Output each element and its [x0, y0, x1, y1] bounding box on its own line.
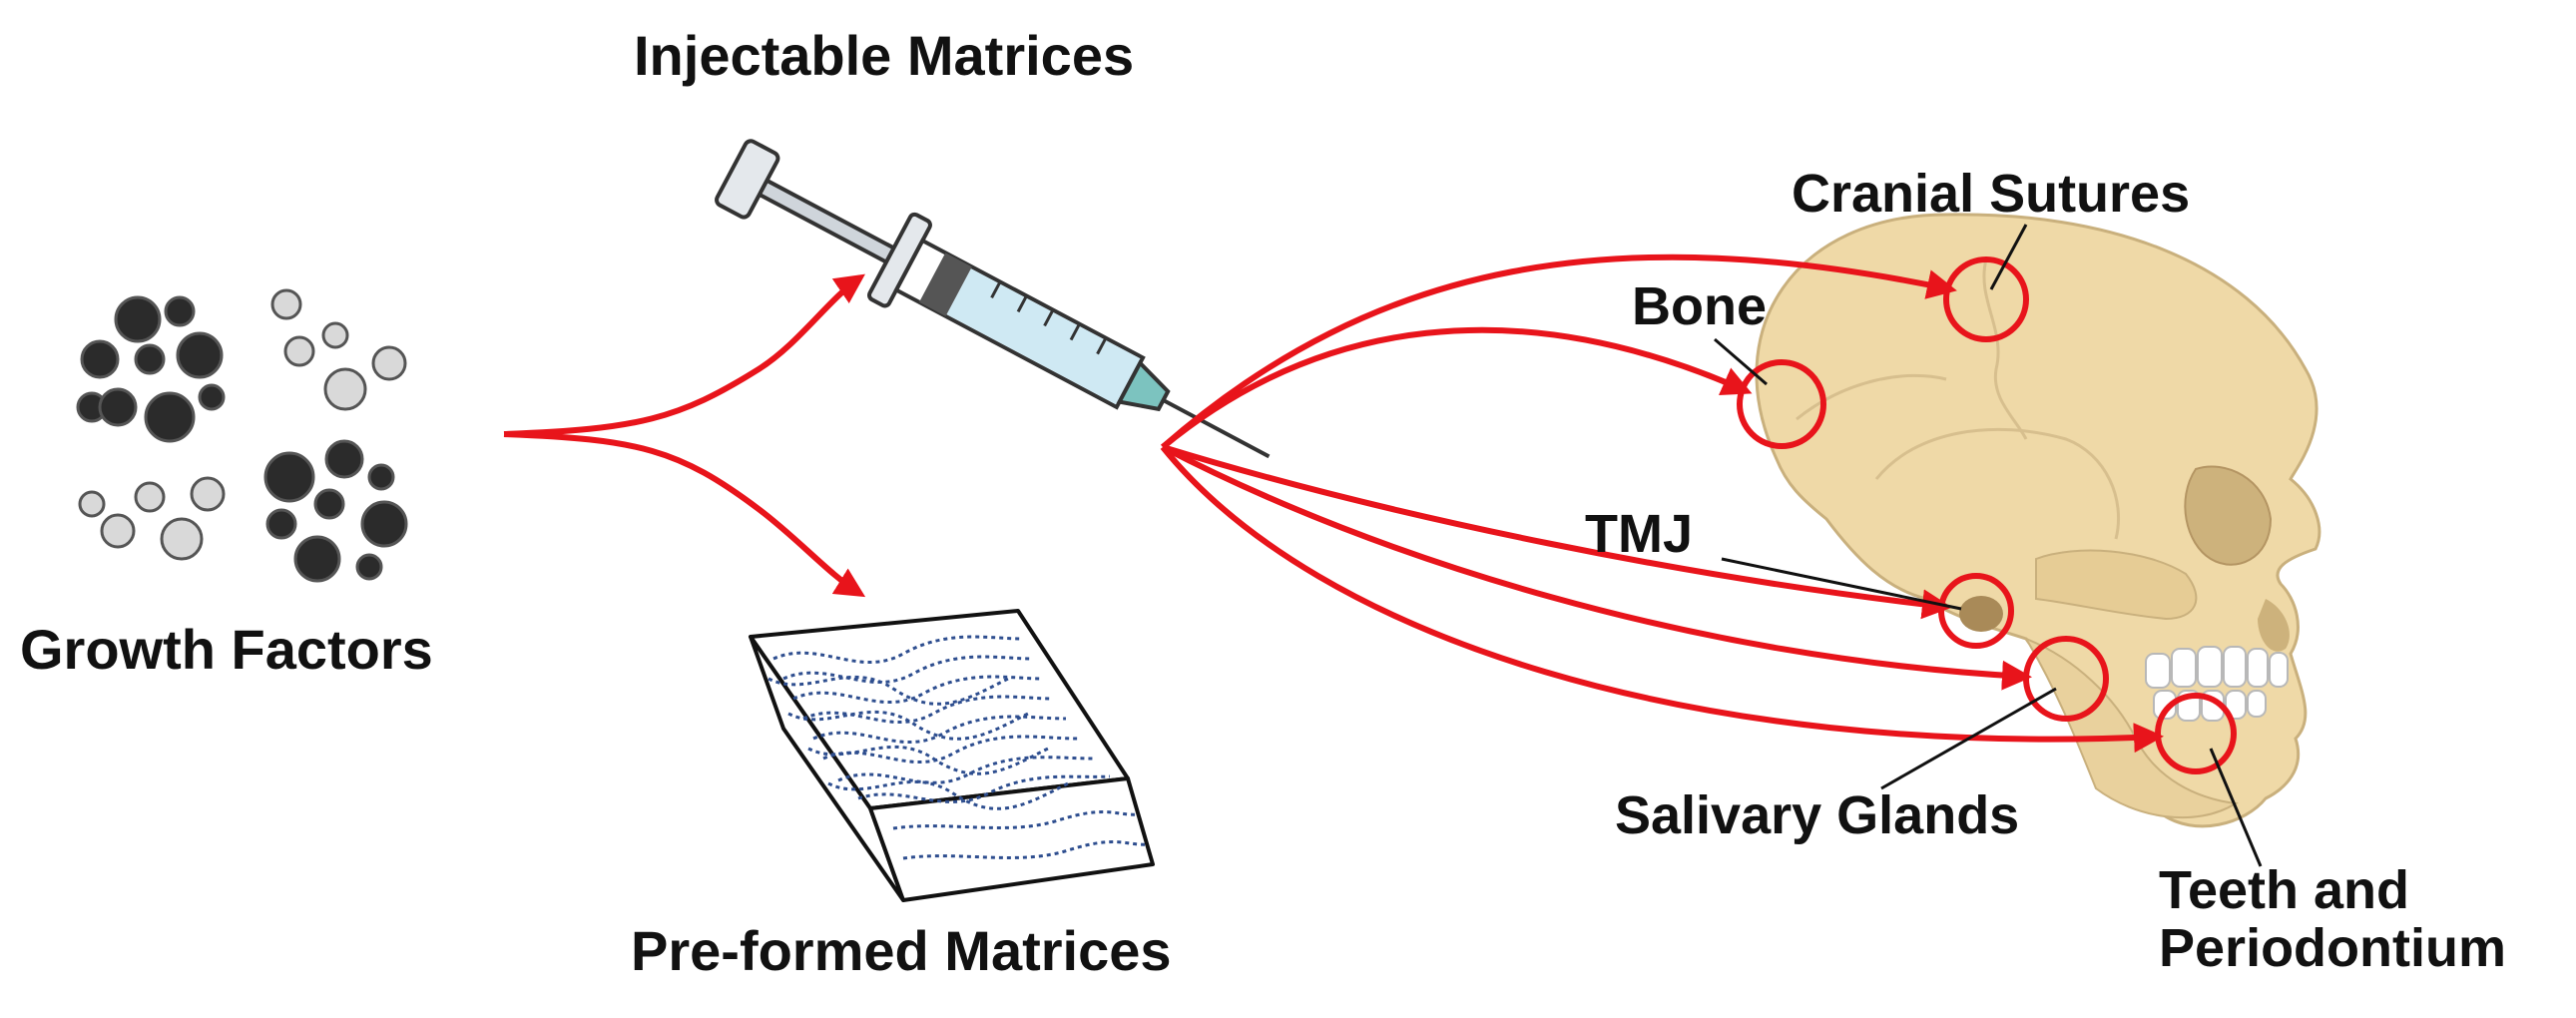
- arrow-to-bone: [1161, 326, 1753, 450]
- syringe-icon: [715, 139, 1271, 459]
- tmj-label: TMJ: [1585, 504, 1693, 564]
- arrow-to-preformed: [503, 431, 866, 598]
- growth-factor-particles: [76, 288, 408, 583]
- arrow-to-cranial-sutures: [1161, 254, 1957, 450]
- leader-lines: [1714, 224, 2263, 867]
- preformed-matrix-icon: [749, 609, 1155, 902]
- teeth-label-line1: Teeth and: [2159, 860, 2409, 920]
- arrows-to-matrices: [503, 273, 866, 598]
- arrow-to-tmj: [1162, 444, 1952, 620]
- skull-illustration: [1755, 213, 2321, 828]
- bone-leader: [1714, 337, 1768, 386]
- teeth-label-line2: Periodontium: [2159, 918, 2506, 978]
- cranial-sutures-leader: [1989, 224, 2028, 290]
- arrows-to-targets: [1160, 254, 2164, 754]
- bone-target: [1737, 359, 1826, 449]
- salivary-glands-leader: [1880, 687, 2057, 790]
- target-circles: [1737, 256, 2237, 774]
- bone-label: Bone: [1632, 276, 1767, 336]
- tmj-leader: [1721, 557, 1962, 611]
- cranial-sutures-label: Cranial Sutures: [1792, 164, 2190, 224]
- preformed-matrices-label: Pre-formed Matrices: [631, 919, 1172, 982]
- salivary-glands-label: Salivary Glands: [1615, 785, 2019, 845]
- arrow-to-teeth: [1160, 445, 2164, 754]
- injectable-matrices-label: Injectable Matrices: [634, 24, 1134, 87]
- arrow-to-salivary-glands: [1161, 444, 2032, 691]
- cranial-sutures-target: [1943, 256, 2029, 342]
- arrow-to-injectable: [503, 273, 865, 437]
- growth-factors-label: Growth Factors: [20, 618, 433, 681]
- teeth-leader: [2209, 748, 2263, 867]
